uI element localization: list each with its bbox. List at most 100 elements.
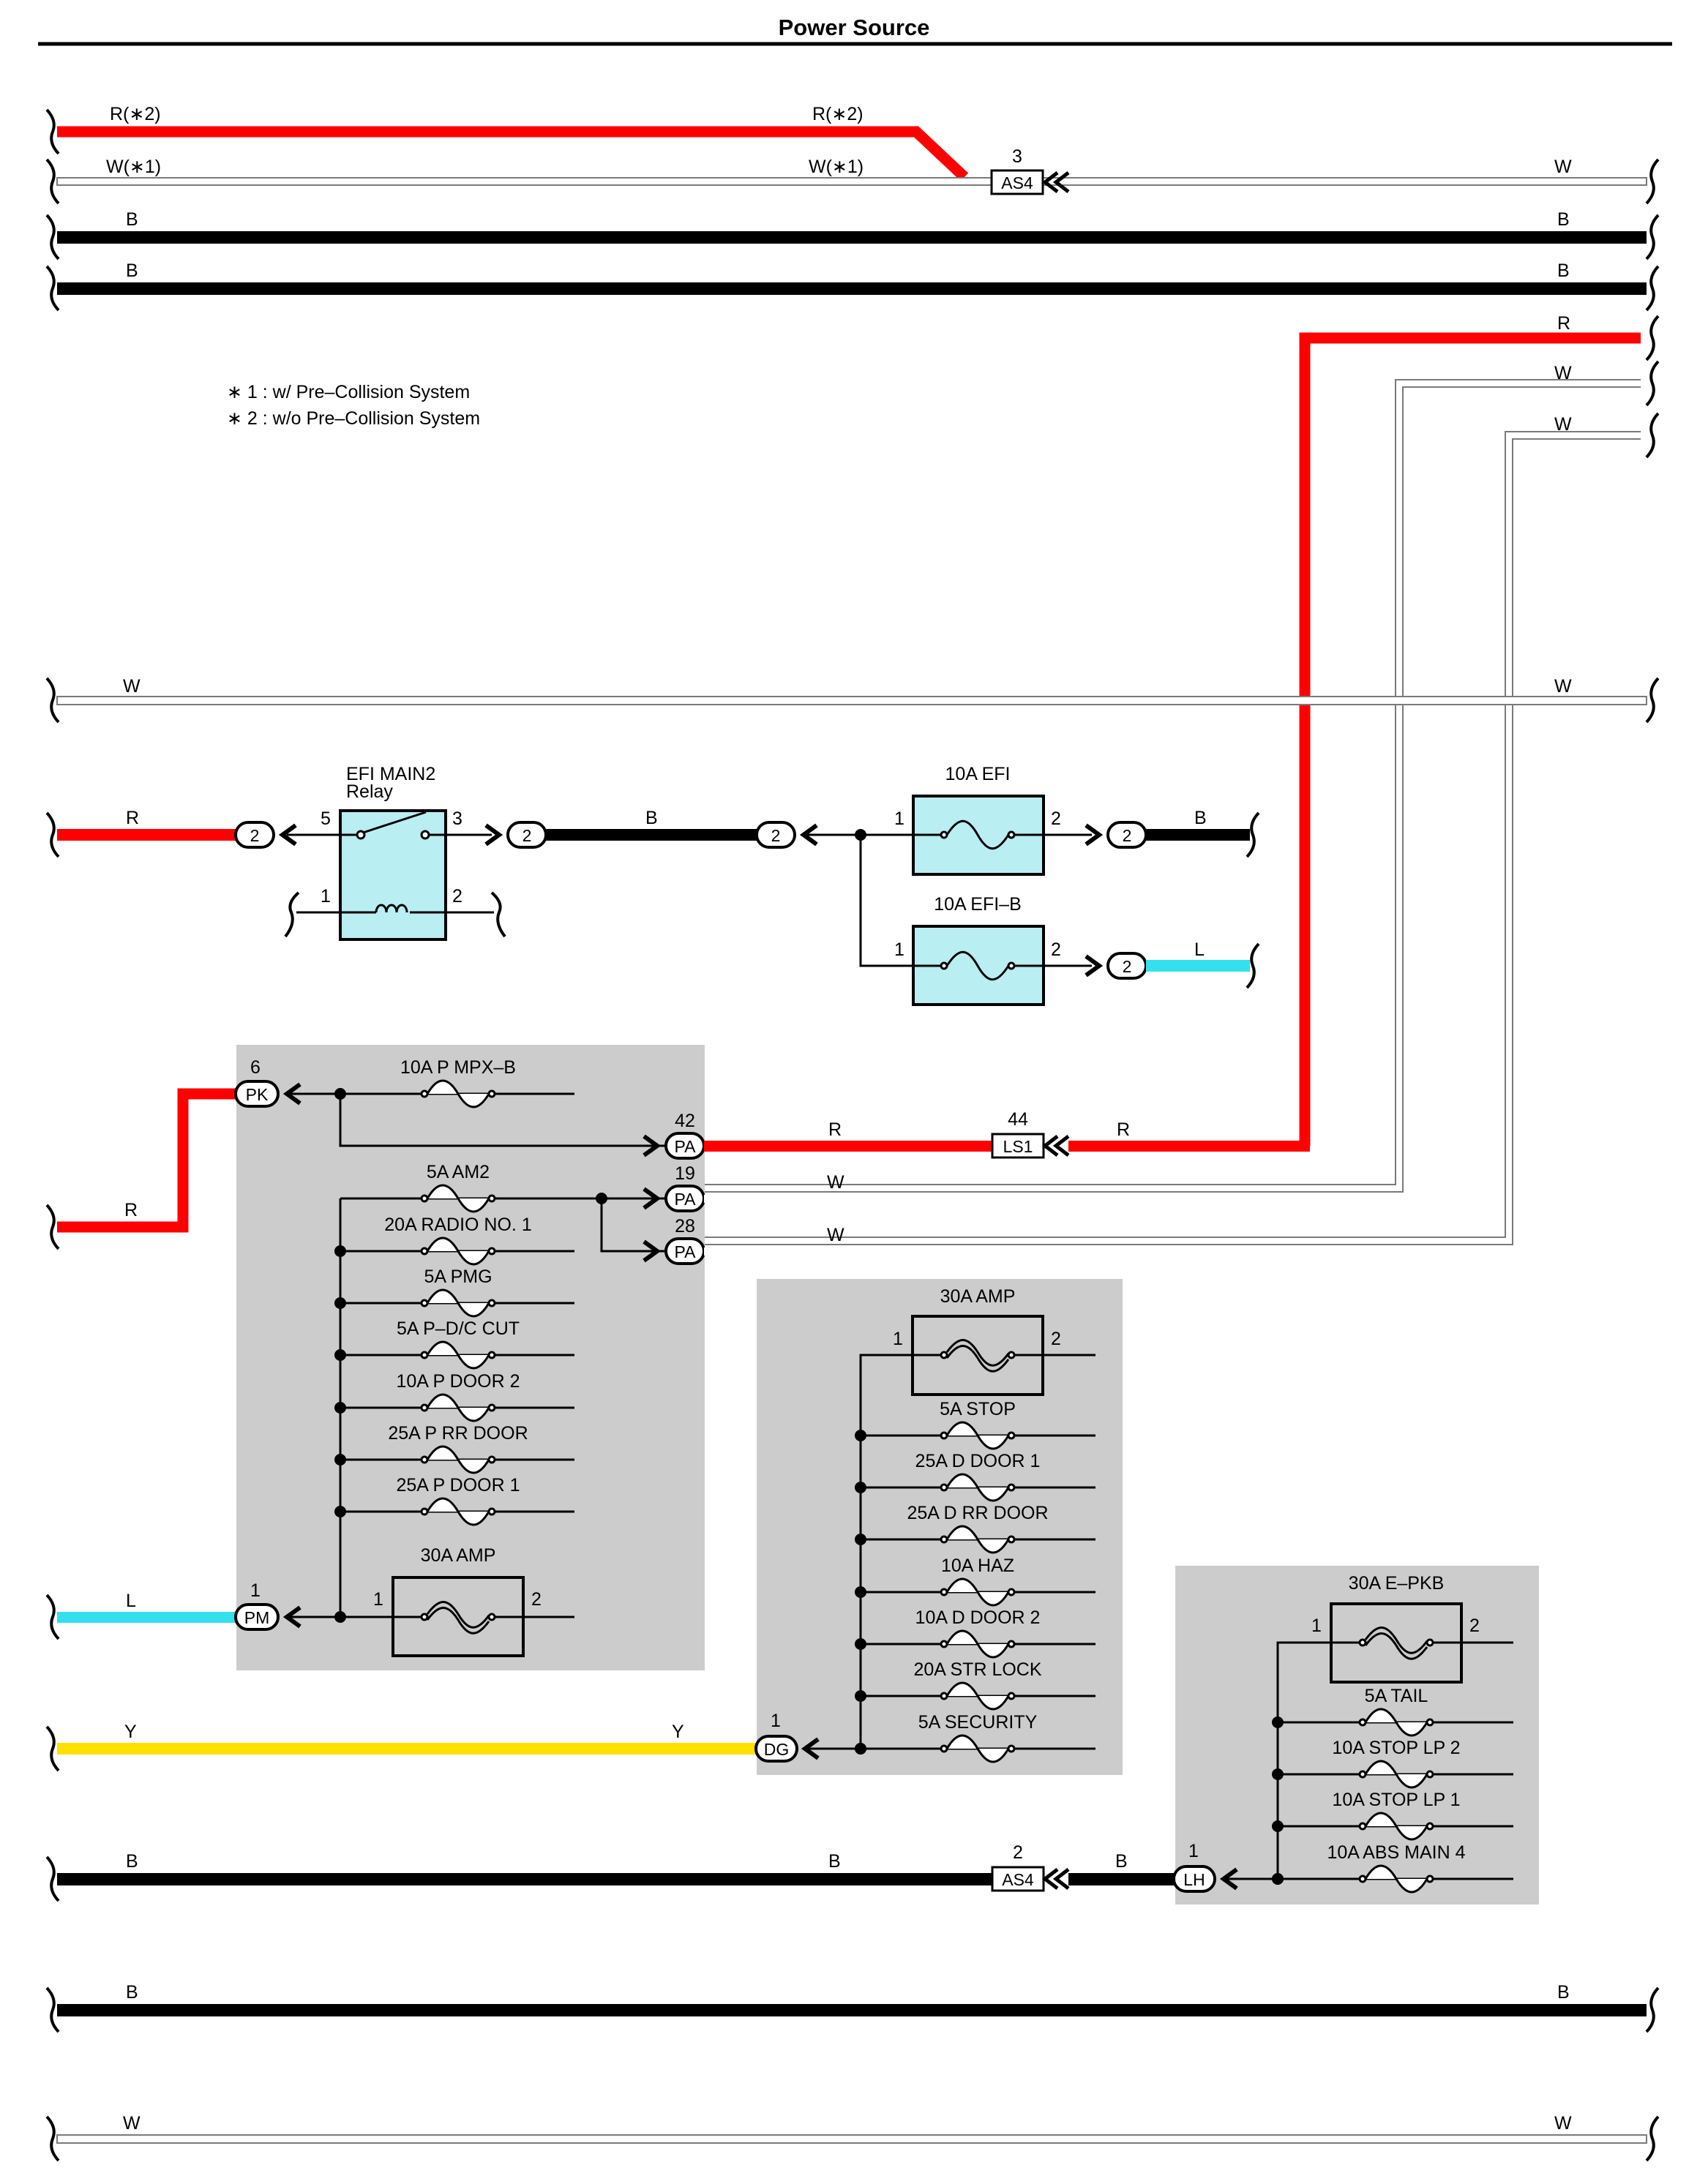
relay-pin: 1 bbox=[321, 886, 331, 907]
wire-label: R bbox=[828, 1119, 842, 1140]
fuse-element bbox=[945, 1339, 1010, 1373]
fuse-element bbox=[426, 1237, 490, 1266]
wire-label: W bbox=[1554, 676, 1572, 697]
wire-label: B bbox=[645, 808, 658, 828]
wire-label: B bbox=[1557, 209, 1570, 230]
bracket-icon bbox=[1645, 158, 1660, 205]
relay-name: EFI MAIN2 bbox=[346, 764, 435, 784]
fuse-terminal bbox=[1007, 1483, 1016, 1492]
note-2: ∗ 2 : w/o Pre–Collision System bbox=[227, 408, 480, 429]
fuse-terminal bbox=[487, 1247, 496, 1256]
chevron-icon bbox=[1041, 1135, 1070, 1157]
junction-dot bbox=[334, 1506, 346, 1517]
wire-label: L bbox=[126, 1591, 136, 1611]
fuse-pin: 2 bbox=[1051, 1329, 1061, 1349]
fuse-element bbox=[945, 1681, 1010, 1711]
connector-pin: 2 bbox=[1013, 1842, 1023, 1863]
chevron-icon bbox=[1085, 823, 1104, 847]
wire-yellow-dg bbox=[57, 1743, 761, 1755]
wire-label: B bbox=[1557, 260, 1570, 281]
wire-thin bbox=[339, 1094, 667, 1147]
connector-code: PA bbox=[675, 1242, 697, 1261]
bracket-icon bbox=[1645, 360, 1660, 407]
wire-blue-efib-out bbox=[1146, 960, 1250, 972]
note-1: ∗ 1 : w/ Pre–Collision System bbox=[227, 382, 470, 402]
wire-label: B bbox=[828, 1851, 841, 1872]
junction-dot bbox=[334, 1402, 346, 1414]
wire-white-right-2b bbox=[688, 432, 1641, 1244]
wire-label: B bbox=[126, 1982, 138, 2003]
fuse-element bbox=[945, 950, 1010, 981]
relay-pin: 3 bbox=[452, 808, 462, 829]
connector-pa28: PA 28 bbox=[643, 1216, 705, 1265]
fuse-terminal bbox=[487, 1089, 496, 1098]
wire-red-right bbox=[1299, 332, 1641, 1146]
fuse-terminal bbox=[1007, 1351, 1016, 1359]
fuse-terminal bbox=[1007, 1744, 1016, 1753]
wire-label: W bbox=[1554, 2113, 1572, 2134]
bracket-icon bbox=[284, 891, 300, 938]
fuse-element bbox=[426, 1445, 490, 1474]
wire-black-efi bbox=[546, 829, 760, 841]
wire-label: R(∗2) bbox=[812, 104, 864, 124]
fuse-label: 30A AMP bbox=[421, 1545, 496, 1566]
fuse-element bbox=[1364, 1812, 1428, 1841]
fuse-terminal bbox=[940, 961, 948, 970]
fuse-terminal bbox=[1007, 1640, 1016, 1648]
wire-thin bbox=[859, 835, 913, 967]
fuse-terminal bbox=[940, 1535, 948, 1544]
relay-pin: 2 bbox=[452, 886, 462, 907]
fuse-terminal bbox=[420, 1351, 429, 1359]
chevron-icon bbox=[1085, 954, 1104, 977]
wire-label: W bbox=[827, 1172, 844, 1193]
connector-dg bbox=[754, 1735, 798, 1763]
fuse-element bbox=[945, 1629, 1010, 1659]
wire-thin bbox=[600, 1198, 667, 1253]
wire-label: L bbox=[1194, 939, 1205, 960]
connector-code: DG bbox=[764, 1740, 790, 1759]
bracket-icon bbox=[45, 2115, 60, 2162]
wire-label: R bbox=[126, 808, 139, 828]
fuse-label: 10A P DOOR 2 bbox=[396, 1371, 520, 1392]
fuse-lead bbox=[859, 1354, 942, 1749]
junction-dot bbox=[855, 1534, 866, 1545]
connector-pin: 44 bbox=[1008, 1109, 1028, 1130]
bracket-icon bbox=[45, 1725, 60, 1772]
connector-code: AS4 bbox=[1002, 1870, 1034, 1889]
wire-white-mid bbox=[56, 696, 1647, 705]
wire-label: W bbox=[1554, 157, 1572, 177]
connector-pin: 1 bbox=[1188, 1841, 1199, 1861]
fuse-terminal bbox=[1358, 1875, 1367, 1883]
bracket-icon bbox=[1645, 214, 1660, 260]
wire-label: W bbox=[123, 2113, 141, 2134]
fuse-label: 10A HAZ bbox=[941, 1556, 1014, 1576]
wire-label: W bbox=[827, 1225, 844, 1245]
connector-pin: 2 bbox=[1123, 826, 1132, 845]
fuse-label: 5A SECURITY bbox=[918, 1712, 1038, 1733]
fuse-element bbox=[945, 1577, 1010, 1607]
fuse-terminal bbox=[1358, 1770, 1367, 1779]
chevron-icon bbox=[801, 1737, 820, 1760]
junction-dot bbox=[855, 1743, 866, 1755]
wire-label: B bbox=[1115, 1851, 1128, 1872]
wire-label: W bbox=[1554, 414, 1572, 435]
junction-dot bbox=[334, 1297, 346, 1309]
wire-black-lh-2 bbox=[1068, 1873, 1178, 1885]
fuse-terminal bbox=[940, 1744, 948, 1753]
chevron-icon bbox=[1041, 171, 1070, 193]
connector-code: PA bbox=[675, 1137, 697, 1156]
bracket-icon bbox=[45, 265, 60, 312]
fuse-element bbox=[1364, 1864, 1428, 1894]
fuse-element bbox=[426, 1079, 490, 1108]
fuse-pin: 2 bbox=[1051, 808, 1061, 829]
relay-contact bbox=[420, 830, 430, 840]
connector-pm bbox=[234, 1603, 280, 1631]
wire-white-pa19 bbox=[704, 1195, 1407, 1203]
fuse-label: 5A TAIL bbox=[1365, 1686, 1428, 1706]
wire-label: W(∗1) bbox=[809, 157, 864, 177]
fuse-block-2 bbox=[757, 1279, 1123, 1775]
junction-dot bbox=[334, 1454, 346, 1466]
wire-white-right-1b bbox=[688, 380, 1641, 1191]
bracket-icon bbox=[45, 1986, 60, 2033]
wire-black-efi-out bbox=[1146, 829, 1250, 841]
